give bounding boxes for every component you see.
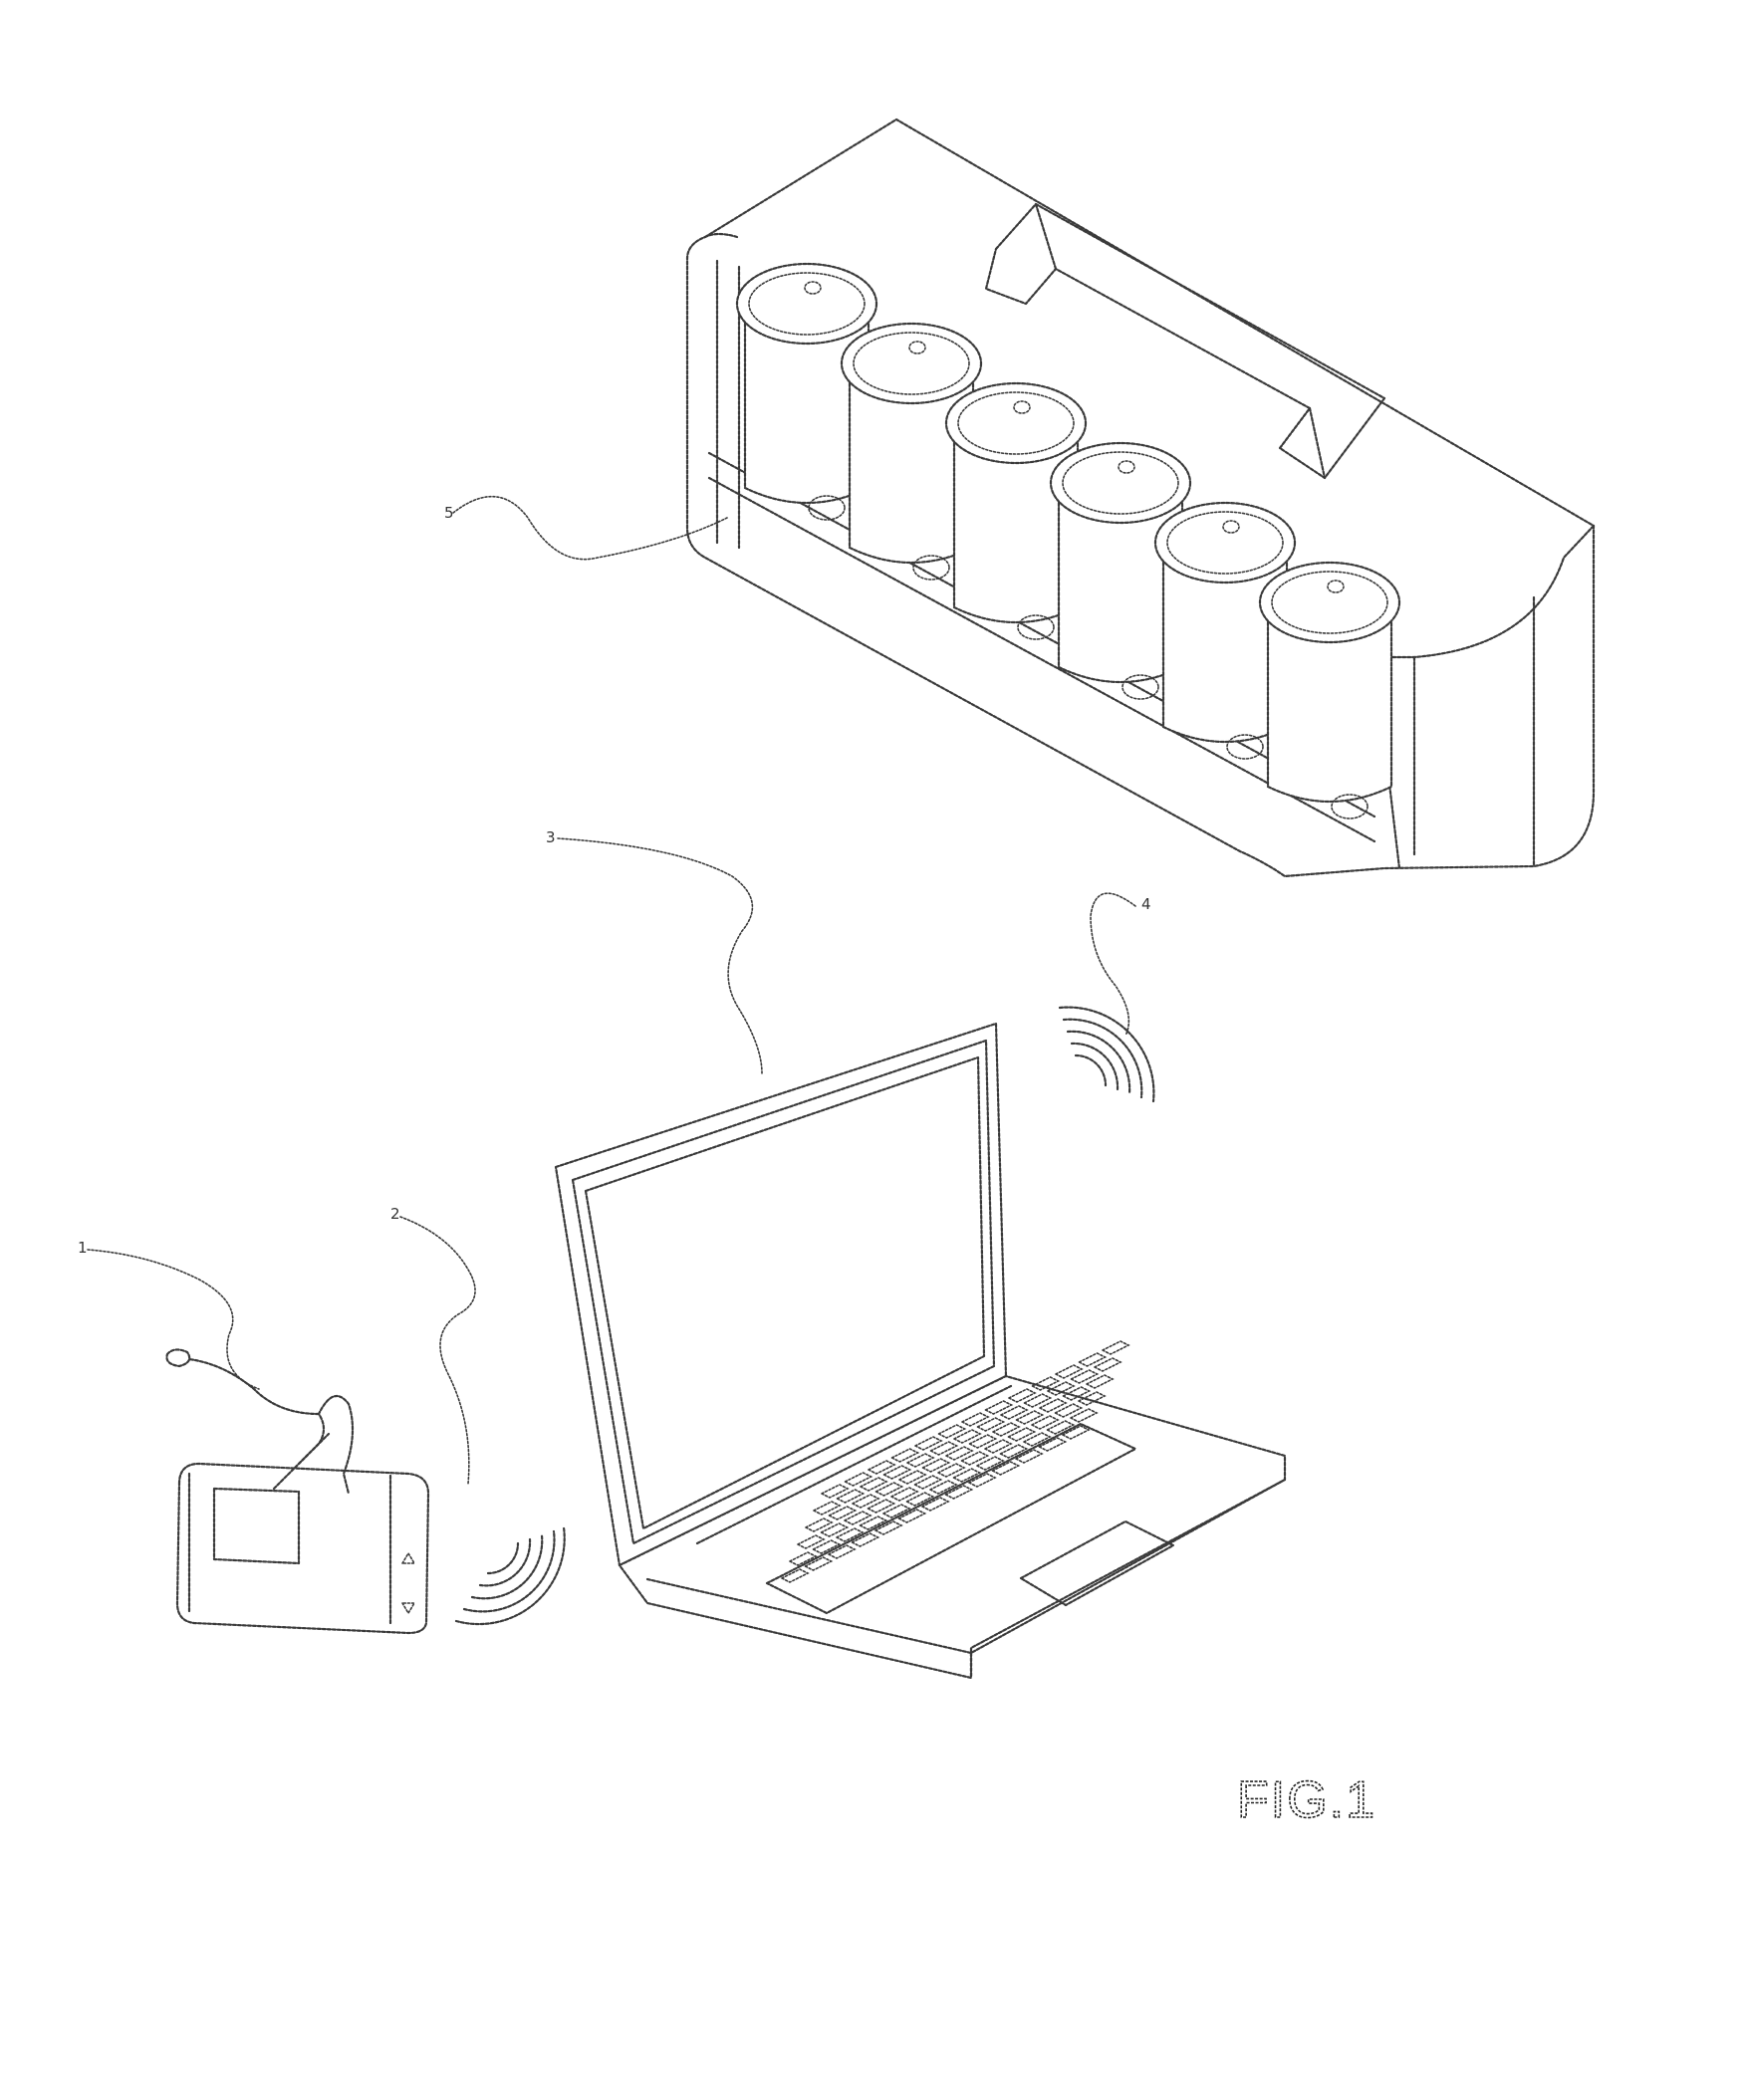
wireless-signal-icon (454, 1525, 566, 1626)
canister (840, 322, 983, 581)
key (944, 1446, 974, 1461)
key (843, 1472, 873, 1487)
key (897, 1470, 927, 1485)
ref-label-1: 1 (78, 1239, 88, 1257)
key (936, 1463, 966, 1478)
key (811, 1539, 842, 1554)
key (889, 1448, 920, 1463)
key (1069, 1369, 1100, 1384)
key (975, 1456, 1005, 1471)
canister (1153, 501, 1297, 760)
key (1006, 1427, 1037, 1442)
key (905, 1453, 935, 1468)
key (1038, 1398, 1068, 1413)
key (1037, 1437, 1068, 1452)
ref-label-5: 5 (444, 504, 454, 522)
key (1085, 1374, 1115, 1389)
key (1030, 1376, 1061, 1391)
key (1077, 1352, 1108, 1367)
key (999, 1405, 1029, 1420)
ref-label-2: 2 (390, 1205, 400, 1223)
handheld-reader-icon (165, 1348, 430, 1635)
key (983, 1439, 1013, 1454)
key (928, 1480, 958, 1495)
key (889, 1487, 919, 1502)
key (1030, 1415, 1060, 1430)
key (967, 1473, 997, 1488)
key (1014, 1410, 1045, 1425)
laptop-computer-icon (554, 1022, 1287, 1680)
key (873, 1520, 903, 1535)
canister (735, 262, 878, 521)
key (928, 1441, 959, 1456)
key (843, 1511, 872, 1525)
ref-label-3: 3 (546, 828, 556, 846)
ref-label-4: 4 (1141, 895, 1151, 913)
key (1014, 1449, 1044, 1464)
leader-lines (87, 495, 1136, 1485)
canister (944, 381, 1088, 640)
key (998, 1444, 1029, 1459)
canister (1049, 441, 1192, 700)
key (952, 1429, 982, 1444)
key (780, 1568, 810, 1583)
key (1093, 1357, 1122, 1372)
key (951, 1468, 982, 1483)
key (1061, 1425, 1091, 1440)
key (873, 1482, 904, 1497)
key (960, 1412, 990, 1427)
key (904, 1492, 935, 1507)
key (975, 1417, 1006, 1432)
key (1069, 1408, 1099, 1423)
key (1022, 1393, 1053, 1408)
key (866, 1499, 896, 1514)
key (881, 1465, 912, 1480)
key (1054, 1364, 1084, 1379)
key (991, 1422, 1021, 1437)
key (913, 1436, 943, 1451)
key (1053, 1403, 1084, 1418)
key (835, 1489, 866, 1504)
key (820, 1484, 850, 1499)
key (1046, 1381, 1076, 1396)
key (936, 1424, 967, 1439)
key (959, 1451, 990, 1466)
key (788, 1551, 818, 1566)
key (859, 1477, 888, 1492)
key (1022, 1432, 1052, 1447)
key (835, 1527, 865, 1542)
key (920, 1497, 950, 1512)
key (796, 1534, 826, 1549)
key (803, 1556, 834, 1571)
key (1101, 1340, 1130, 1355)
dispenser-unit-icon (685, 117, 1596, 878)
key (804, 1517, 834, 1532)
key (827, 1544, 857, 1559)
key (858, 1516, 888, 1530)
key (912, 1475, 943, 1490)
key (943, 1485, 974, 1500)
key (920, 1458, 951, 1473)
key (1077, 1391, 1107, 1406)
key (967, 1434, 998, 1449)
wireless-signal-icon (1058, 1006, 1155, 1103)
key (812, 1501, 842, 1516)
key (896, 1509, 927, 1523)
key (867, 1460, 896, 1475)
key (819, 1522, 850, 1537)
key (851, 1494, 880, 1509)
key (1045, 1420, 1076, 1435)
canister (1258, 561, 1401, 819)
key (990, 1461, 1021, 1476)
key (827, 1506, 858, 1520)
key (881, 1504, 911, 1518)
key (983, 1400, 1014, 1415)
key (1007, 1388, 1037, 1403)
key (850, 1532, 880, 1547)
figure-label: FIG.1 (1237, 1771, 1376, 1829)
key (1061, 1386, 1092, 1401)
